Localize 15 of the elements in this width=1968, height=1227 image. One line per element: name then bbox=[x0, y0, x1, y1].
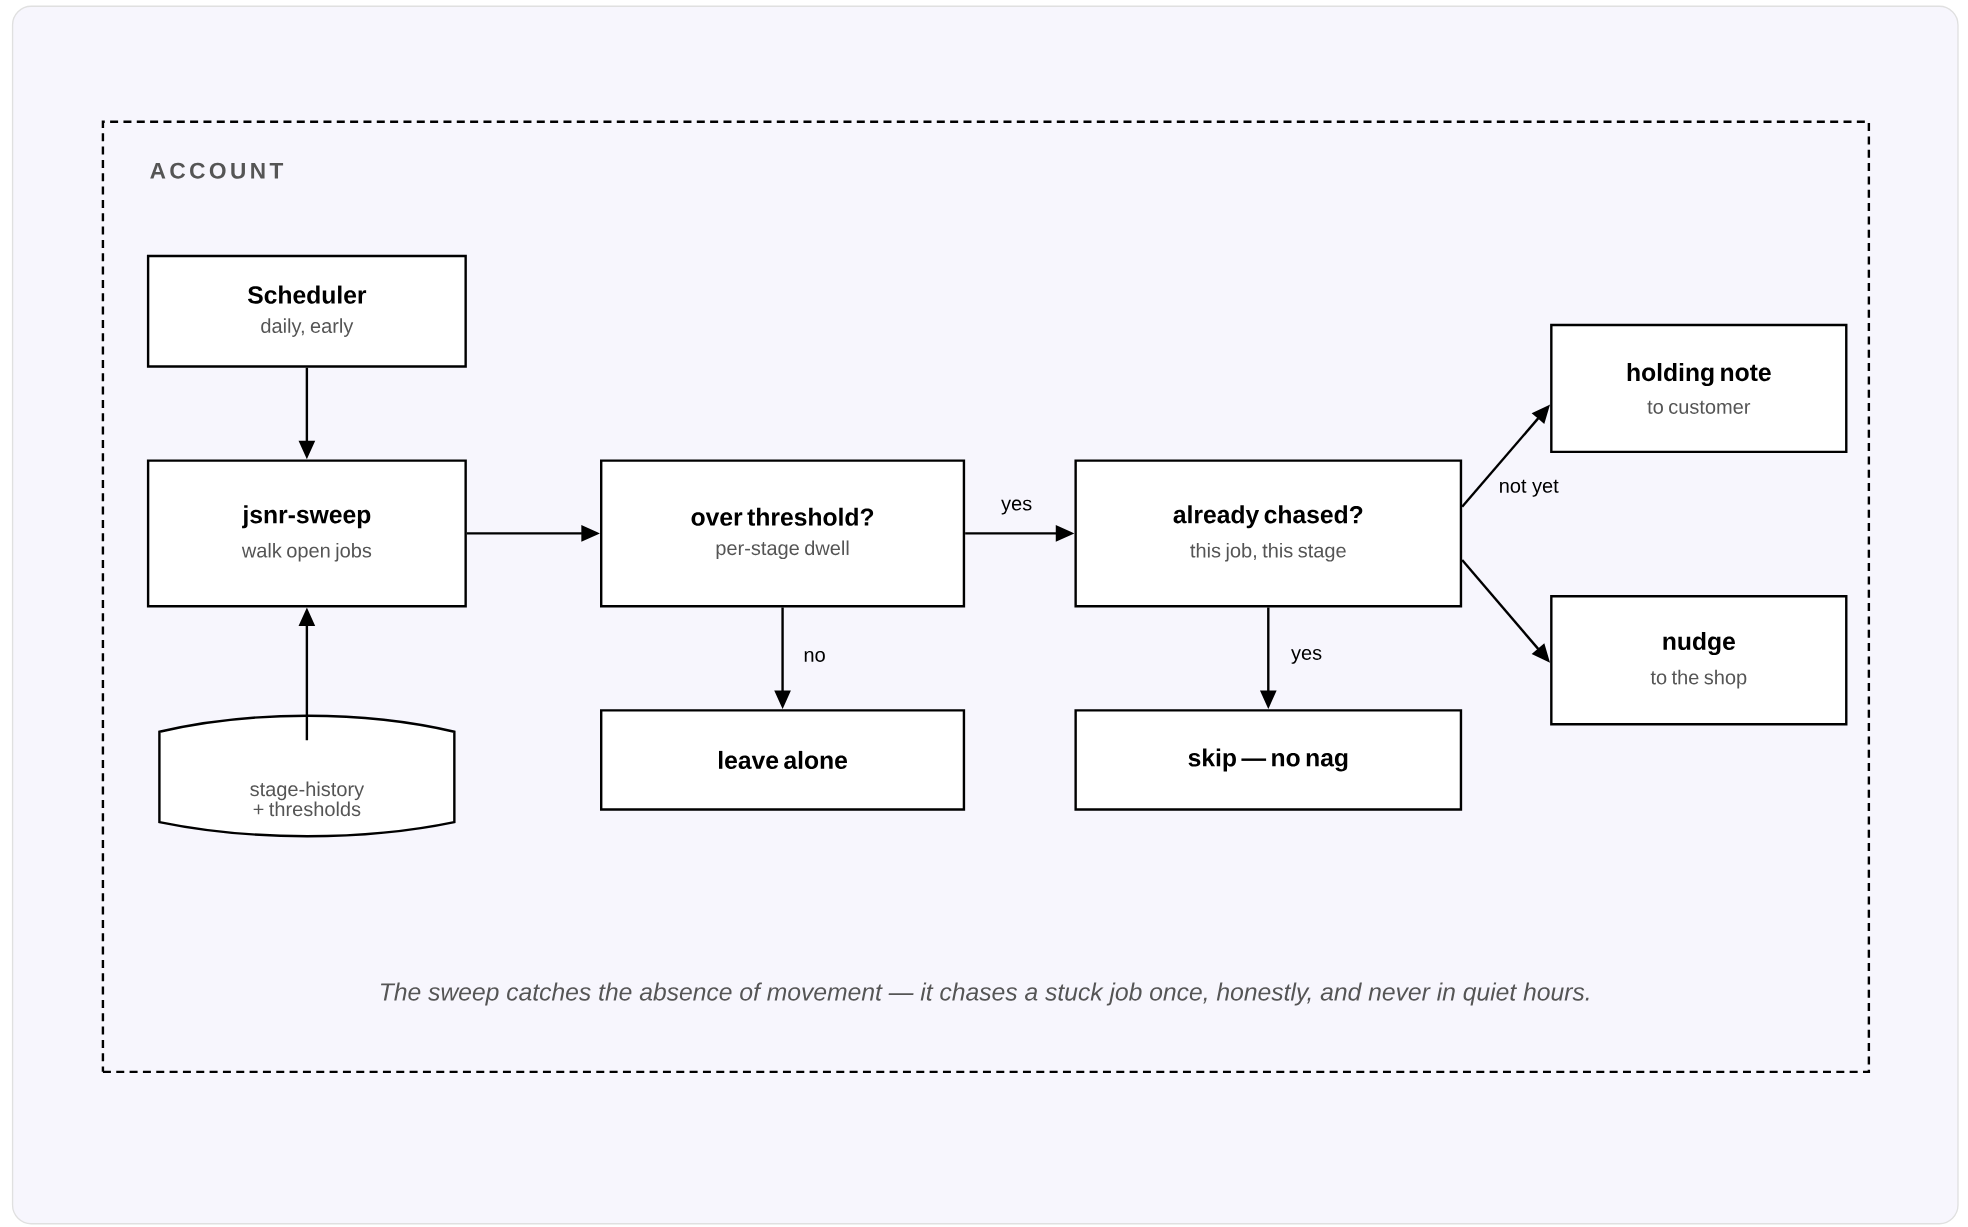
process-box: nudge to the shop bbox=[1550, 594, 1848, 726]
edge-label: yes bbox=[998, 496, 1035, 517]
process-box: skip — no nag bbox=[1074, 708, 1463, 811]
boundary-heading: ACCOUNT bbox=[150, 162, 284, 179]
edge-label: not yet bbox=[1496, 476, 1562, 500]
caption: The sweep catches the absence of movement — it chases a stuck job once, honestly, and never in quiet hours. bbox=[380, 982, 1589, 1006]
database-cylinder: stage-history + thresholds bbox=[158, 714, 456, 838]
process-box: already chased? this job, this stage bbox=[1074, 459, 1463, 608]
edge-label: no bbox=[800, 648, 829, 665]
process-box: Scheduler daily, early bbox=[146, 254, 467, 368]
process-box: over threshold? per-stage dwell bbox=[600, 459, 966, 608]
process-box: holding note to customer bbox=[1550, 323, 1848, 453]
edge-label: yes bbox=[1288, 646, 1325, 667]
process-box: leave alone bbox=[600, 708, 966, 811]
process-box: jsnr-sweep walk open jobs bbox=[146, 459, 467, 608]
